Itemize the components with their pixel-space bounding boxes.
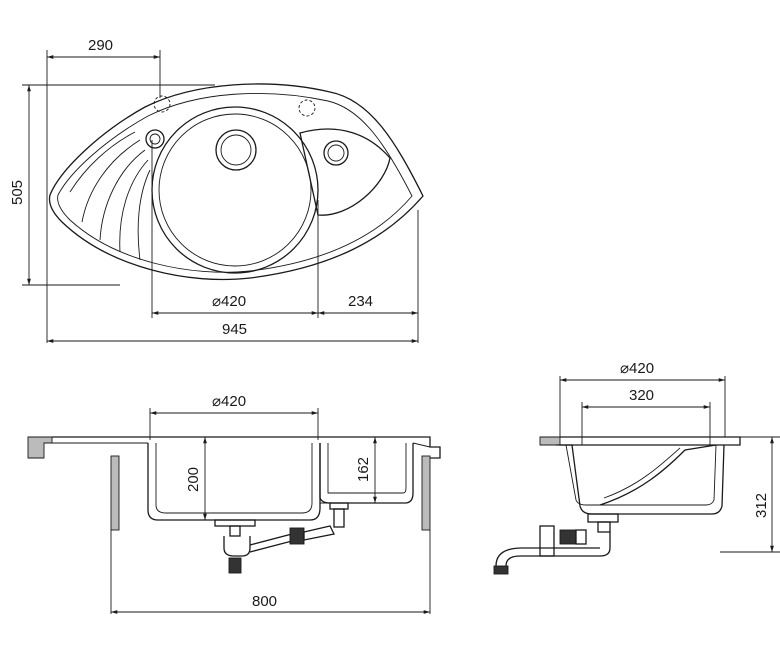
siphon-side — [493, 525, 611, 575]
top-view: 290 505 ⌀420 234 945 — [9, 37, 424, 343]
dim-312: 312 — [753, 493, 770, 518]
small-drain — [323, 140, 349, 166]
sink-outline — [48, 83, 424, 281]
sink-rim-inner — [57, 93, 413, 273]
dim-162: 162 — [355, 457, 372, 482]
front-main-bowl — [147, 443, 321, 521]
main-bowl — [151, 106, 319, 274]
dim-side-bowl-420: ⌀420 — [620, 360, 654, 377]
dim-945: 945 — [222, 321, 247, 338]
dim-290: 290 — [88, 37, 113, 54]
dim-bowl-420: ⌀420 — [212, 293, 246, 310]
siphon-front — [214, 502, 349, 574]
main-bowl-inner — [158, 113, 312, 267]
main-drain-inner — [220, 134, 252, 166]
main-drain — [215, 129, 257, 171]
dim-800: 800 — [252, 593, 277, 610]
cabinet-left-wall — [110, 455, 120, 531]
dim-234: 234 — [348, 293, 373, 310]
tap-hole-left-icon — [145, 129, 165, 149]
side-bowl — [556, 444, 725, 515]
dim-320: 320 — [629, 387, 654, 404]
front-section: ⌀420 200 162 800 — [27, 393, 441, 614]
side-section: ⌀420 320 312 — [493, 360, 780, 575]
dim-front-bowl-420: ⌀420 — [212, 393, 246, 410]
tap-hole-dashed-left-icon — [153, 95, 171, 113]
cabinet-right-wall — [421, 455, 431, 531]
dim-200: 200 — [185, 467, 202, 492]
small-bowl — [299, 128, 391, 216]
dim-505: 505 — [9, 180, 26, 205]
tap-hole-dashed-right-icon — [298, 99, 316, 117]
drainer-grooves — [69, 131, 151, 261]
